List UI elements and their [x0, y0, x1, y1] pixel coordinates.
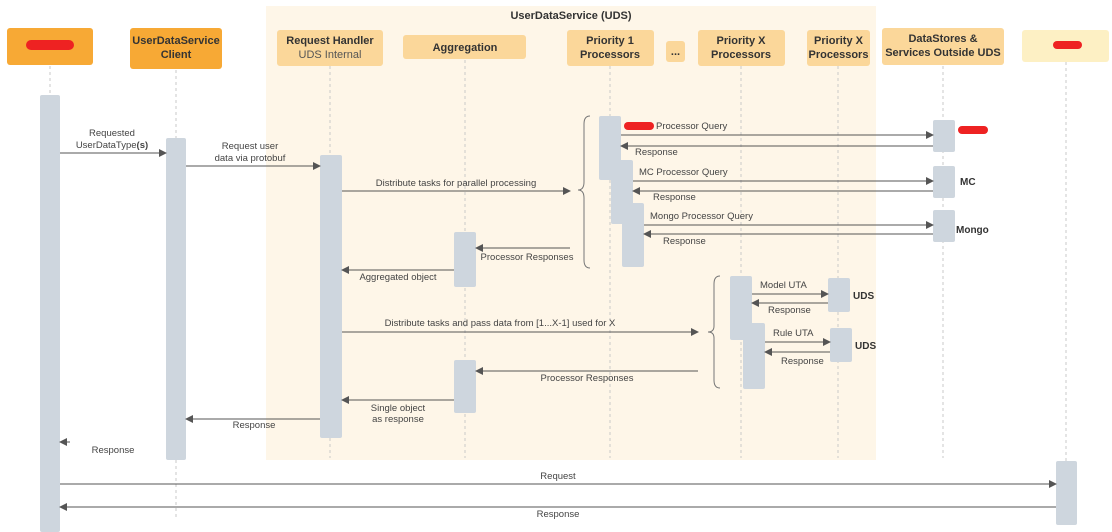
- msg-mongo-query-label: Mongo Processor Query: [650, 211, 753, 222]
- msg-response-3-label: Response: [663, 236, 706, 247]
- msg-processor-responses-2-label: Processor Responses: [541, 373, 634, 384]
- msg-response-5-label: Response: [781, 356, 824, 367]
- msg-response-4-label: Response: [768, 305, 811, 316]
- participant-priorityx-a-line1: Priority X: [717, 35, 767, 47]
- participant-aggregation: Aggregation: [403, 35, 526, 59]
- participant-uds-client-line1: UserDataService: [132, 35, 219, 47]
- participant-aggregation-box: [403, 35, 526, 59]
- participant-priorityx-a: Priority X Processors: [698, 30, 785, 66]
- msg-distribute-parallel-label: Distribute tasks for parallel processing: [376, 178, 537, 189]
- redaction-mark: [958, 126, 988, 134]
- message-arrows: [59, 131, 1057, 511]
- uds-region: [266, 6, 876, 460]
- activation-request-handler: [320, 155, 342, 438]
- participant-client-app: [7, 28, 93, 65]
- activation-uds-client: [166, 138, 186, 460]
- msg-response-2-label: Response: [653, 192, 696, 203]
- msg-request-user-label-2: data via protobuf: [215, 153, 286, 164]
- msg-single-object-label-1: Single object: [371, 403, 426, 414]
- store-label-uds-1: UDS: [853, 291, 874, 302]
- activation-aggregation-2: [454, 360, 476, 413]
- msg-distribute-pass-label: Distribute tasks and pass data from [1..…: [385, 318, 616, 329]
- msg-mc-query-label: MC Processor Query: [639, 167, 728, 178]
- activation-datastore-mongo: [933, 210, 955, 242]
- msg-response-1-label: Response: [635, 147, 678, 158]
- participant-ellipsis-line1: ...: [671, 46, 680, 58]
- store-label-uds-2: UDS: [855, 341, 876, 352]
- participant-datastores-line1: DataStores &: [908, 33, 977, 45]
- msg-model-uta-label: Model UTA: [760, 280, 807, 291]
- msg-request-user-label-1: Request user: [222, 141, 279, 152]
- participant-priorityx-b-line1: Priority X: [814, 35, 864, 47]
- participant-priority1: Priority 1 Processors: [567, 30, 654, 66]
- brace-priority1: [577, 115, 591, 269]
- participant-request-handler: Request Handler UDS Internal: [277, 30, 383, 66]
- participant-priority1-box: [567, 30, 654, 66]
- msg-requested-label-2b: (s): [137, 140, 149, 151]
- msg-processor-responses-1-label: Processor Responses: [481, 252, 574, 263]
- msg-redacted-query-label: Processor Query: [656, 121, 728, 132]
- activation-external: [1056, 461, 1077, 525]
- activation-bars: [40, 95, 1077, 532]
- activation-px-b: [743, 323, 765, 389]
- activation-p1-c: [622, 203, 644, 267]
- participant-priorityx-b-box: [807, 30, 870, 66]
- activation-uds-store-2: [830, 328, 852, 362]
- msg-response-client-label: Response: [92, 445, 135, 456]
- participant-aggregation-line1: Aggregation: [433, 42, 498, 54]
- msg-requested-label-2a: UserDataType: [76, 140, 137, 151]
- participant-request-handler-box: [277, 30, 383, 66]
- msg-response-external-label: Response: [537, 509, 580, 520]
- participant-priority1-line1: Priority 1: [586, 35, 634, 47]
- activation-client-app: [40, 95, 60, 532]
- participant-priorityx-b-line2: Processors: [809, 49, 869, 61]
- participant-uds-client-line2: Client: [161, 49, 192, 61]
- msg-requested-label-2: UserDataType(s): [76, 140, 148, 151]
- activation-uds-store-1: [828, 278, 850, 312]
- participant-priorityx-b: Priority X Processors: [807, 30, 870, 66]
- msg-aggregated-label: Aggregated object: [359, 272, 436, 283]
- participant-request-handler-line2: UDS Internal: [299, 49, 362, 61]
- activation-aggregation-1: [454, 232, 476, 287]
- participant-request-handler-line1: Request Handler: [286, 35, 374, 47]
- msg-rule-uta-label: Rule UTA: [773, 328, 814, 339]
- participant-uds-client-box: [130, 28, 222, 69]
- redaction-mark: [624, 122, 654, 130]
- store-label-mongo: Mongo: [956, 225, 989, 236]
- msg-response-handler-label: Response: [233, 420, 276, 431]
- redaction-mark: [1053, 41, 1082, 49]
- activation-datastore-1: [933, 120, 955, 152]
- uds-region-title: UserDataService (UDS): [510, 10, 631, 22]
- brace-priorityx: [707, 275, 721, 389]
- participant-ellipsis-box: [666, 41, 685, 62]
- participant-datastores-line2: Services Outside UDS: [885, 47, 1001, 59]
- participant-datastores-box: [882, 28, 1004, 65]
- store-label-mc: MC: [960, 177, 976, 188]
- participant-uds-client: UserDataService Client: [130, 28, 222, 69]
- participant-external: [1022, 30, 1109, 62]
- msg-single-object-label-2: as response: [372, 414, 424, 425]
- activation-datastore-mc: [933, 166, 955, 198]
- participant-datastores: DataStores & Services Outside UDS: [882, 28, 1004, 65]
- braces: [577, 115, 721, 389]
- participant-priority1-line2: Processors: [580, 49, 640, 61]
- redaction-mark: [26, 40, 74, 50]
- msg-requested-label-1: Requested: [89, 128, 135, 139]
- participant-ellipsis: ...: [666, 41, 685, 62]
- msg-request-external-label: Request: [540, 471, 576, 482]
- participant-priorityx-a-line2: Processors: [711, 49, 771, 61]
- participant-priorityx-a-box: [698, 30, 785, 66]
